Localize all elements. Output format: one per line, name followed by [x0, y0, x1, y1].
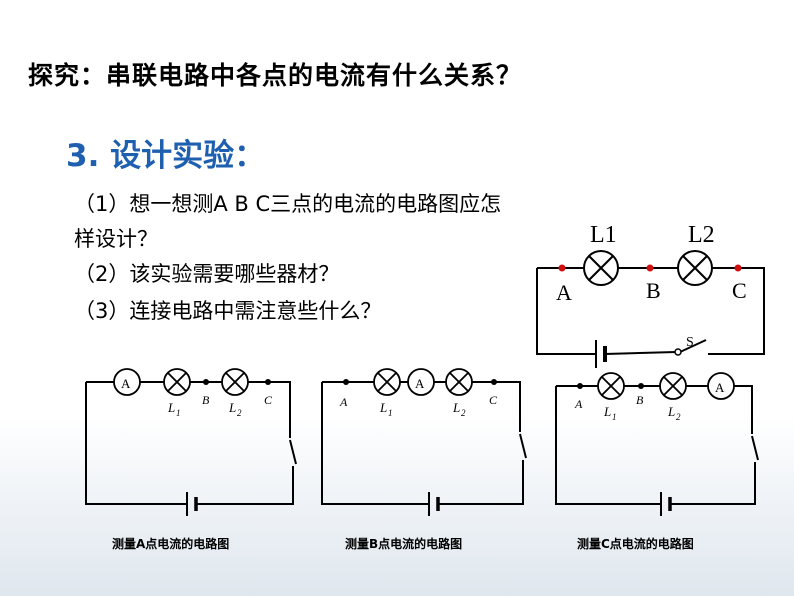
switch-label: S — [686, 335, 694, 350]
ammeter-a-letter: A — [121, 376, 131, 391]
ammeter-b-letter: A — [415, 376, 425, 391]
lamp-l1-label: L1 — [590, 222, 617, 248]
circuit-b-l2-sub: 2 — [461, 408, 466, 418]
circuit-a-c-label: C — [264, 393, 273, 407]
circuit-measure-a: A L 1 L 2 B C 测量A点电流的电路图 — [85, 368, 297, 551]
circuit-measure-c: A A B L 1 L 2 测量C点电流的电路图 — [555, 372, 759, 551]
lamp-l2-label: L2 — [688, 222, 715, 248]
circuit-a-caption: 测量A点电流的电路图 — [112, 536, 229, 551]
point-c-label: C — [732, 278, 747, 303]
circuit-c-caption: 测量C点电流的电路图 — [577, 536, 694, 551]
circuit-c-a-label: A — [574, 397, 583, 411]
circuit-a-b-label: B — [202, 393, 210, 407]
circuit-a-lamp-1-icon — [163, 368, 191, 396]
circuit-a-l2-sub: 2 — [237, 408, 242, 418]
circuit-a-switch-blade — [289, 439, 297, 465]
circuit-c-switch-blade — [751, 435, 759, 461]
circuit-b-lamp-1-icon — [373, 368, 401, 396]
point-b-dot — [646, 264, 654, 272]
ammeter-c-letter: A — [715, 380, 725, 395]
circuit-c-b-label: B — [636, 393, 644, 407]
circuit-b-l1-label: L — [379, 400, 387, 415]
ammeter-b-icon — [407, 368, 435, 396]
circuit-c-lamp-1-icon — [597, 372, 625, 400]
circuit-b-lamp-2-icon — [445, 368, 473, 396]
point-a-dot — [558, 264, 566, 272]
lamp-l2-icon — [677, 250, 713, 286]
section-heading: 3. 设计实验： — [66, 138, 266, 174]
page-title: 探究：串联电路中各点的电流有什么关系？ — [28, 61, 523, 90]
circuit-b-l1-sub: 1 — [388, 408, 393, 418]
circuit-c-l2-label: L — [667, 404, 675, 419]
circuit-b-a-label: A — [339, 395, 348, 409]
circuit-measure-b: A A L 1 L 2 C 测量B点电流的电路图 — [321, 368, 527, 551]
circuit-b-caption: 测量B点电流的电路图 — [345, 536, 462, 551]
point-c-dot — [734, 264, 742, 272]
point-a-label: A — [556, 280, 572, 305]
circuit-a-l2-label: L — [228, 400, 236, 415]
main-switch-blade — [679, 339, 707, 353]
circuit-c-lamp-2-icon — [659, 372, 687, 400]
circuit-b-switch-blade — [519, 433, 527, 459]
lamp-l1-icon — [583, 250, 619, 286]
circuit-c-l2-sub: 2 — [676, 412, 681, 422]
circuit-a-l1-label: L — [167, 400, 175, 415]
circuit-c-l1-label: L — [603, 404, 611, 419]
question-1-line-1: （1）想一想测A B C三点的电流的电路图应怎 — [74, 192, 502, 216]
question-3: （3）连接电路中需注意些什么？ — [74, 299, 382, 323]
circuit-b-c-label: C — [489, 393, 498, 407]
ammeter-c-icon — [707, 372, 735, 400]
question-1-line-2: 样设计？ — [74, 227, 158, 251]
circuit-a-lamp-2-icon — [221, 368, 249, 396]
question-2: （2）该实验需要哪些器材？ — [74, 262, 340, 286]
circuit-c-l1-sub: 1 — [612, 412, 617, 422]
circuit-b-l2-label: L — [452, 400, 460, 415]
circuit-c-wire — [555, 385, 756, 505]
main-switch-contact — [674, 348, 682, 356]
circuit-a-wire — [85, 381, 294, 505]
point-b-label: B — [646, 278, 661, 303]
circuit-a-l1-sub: 1 — [176, 408, 181, 418]
ammeter-a-icon — [113, 368, 141, 396]
